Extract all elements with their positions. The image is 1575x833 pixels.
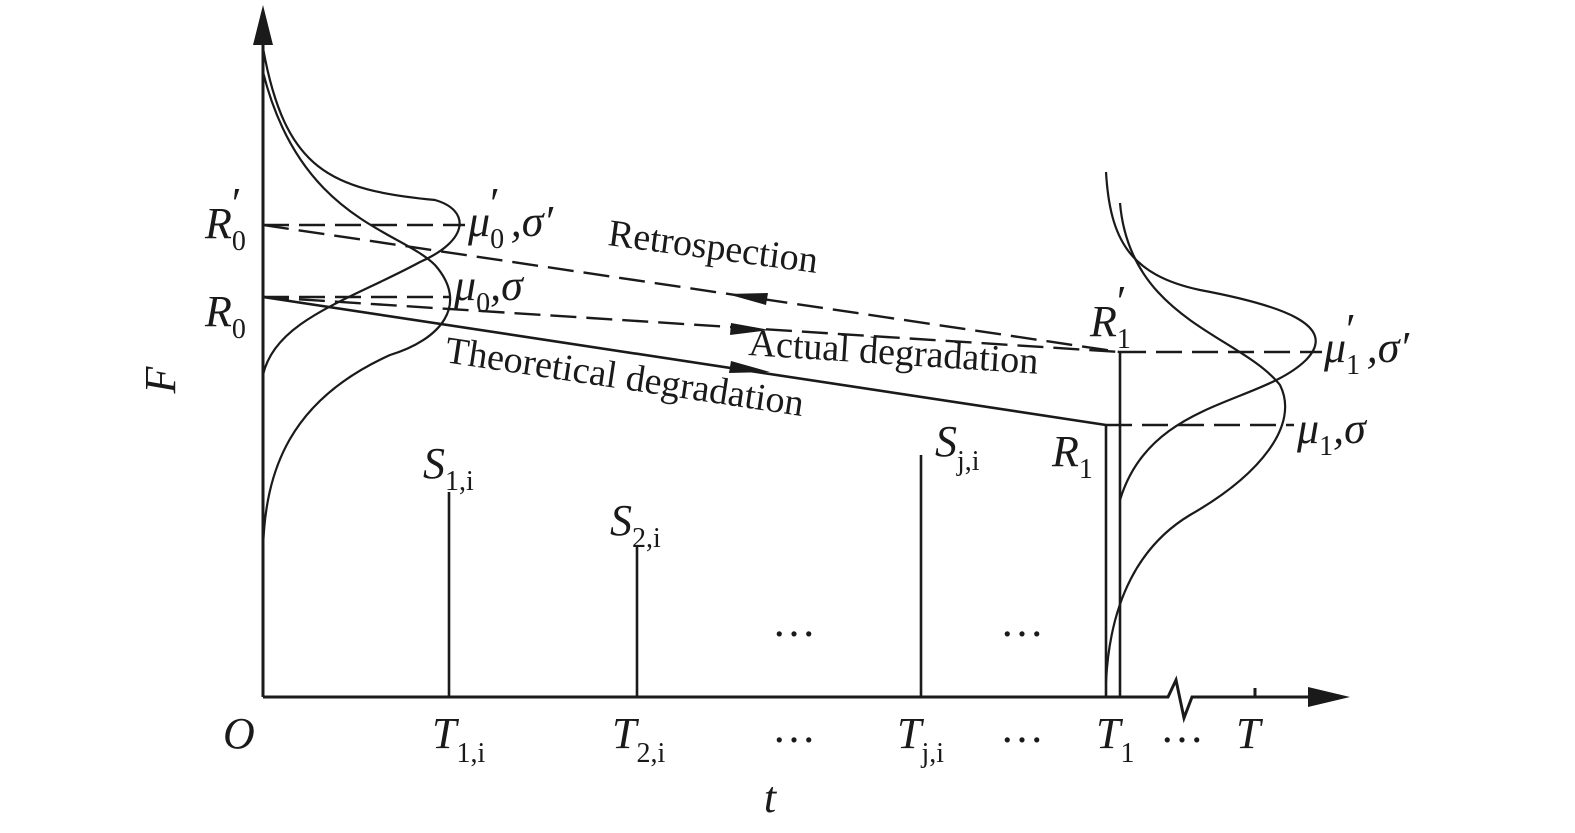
time-label-j: Tj,i	[897, 709, 944, 769]
theoretical-degradation-line	[262, 295, 1107, 427]
r0-label: R0	[204, 287, 246, 345]
mu0-sigma-label: μ0,σ	[453, 261, 525, 319]
ellipsis-before-T1: …	[1000, 597, 1044, 646]
theoretical-degradation-arrowhead	[729, 361, 770, 373]
time-label-1: T1,i	[432, 709, 485, 769]
stress-label-2: S2,i	[610, 496, 661, 554]
retrospection-label: Retrospection	[606, 212, 821, 282]
mu1-prime-sigma-prime-label: μ1′ ,σ′	[1323, 305, 1410, 381]
time-label-T1: T1	[1096, 709, 1134, 769]
time-label-2: T2,i	[612, 709, 665, 769]
right-distribution-curve	[1104, 202, 1287, 683]
y-axis-label: F	[136, 365, 185, 394]
retrospection-arrowhead	[727, 293, 768, 305]
mu0-prime-sigma-prime-label: μ0′ ,σ′	[467, 179, 554, 255]
r0-prime-label: R0′	[204, 179, 246, 257]
stress-label-j: Sj,i	[935, 417, 980, 477]
ellipsis-between-stress: …	[772, 597, 816, 646]
retrospection-line	[262, 223, 1121, 354]
actual-degradation-label: Actual degradation	[747, 322, 1039, 383]
left-distribution-curve-prime	[261, 47, 461, 376]
left-distribution-curve	[261, 71, 452, 551]
actual-degradation-arrowhead	[730, 323, 770, 335]
y-axis-arrowhead	[253, 5, 273, 45]
x-axis-arrowhead	[1308, 687, 1350, 707]
time-label-T: T	[1236, 709, 1264, 758]
origin-label: O	[223, 709, 255, 758]
right-distribution-curve-prime	[1104, 171, 1317, 501]
x-axis-label: t	[764, 773, 778, 822]
r1-prime-label: R1′	[1089, 277, 1131, 355]
stress-label-1: S1,i	[423, 439, 474, 497]
ellipsis-after-T1: …	[1160, 703, 1204, 752]
ellipsis-axis-right: …	[1000, 703, 1044, 752]
mu1-sigma-label: μ1,σ	[1296, 404, 1368, 462]
r1-label: R1	[1051, 427, 1093, 485]
ellipsis-axis-middle: …	[772, 703, 816, 752]
x-axis	[263, 675, 1315, 724]
